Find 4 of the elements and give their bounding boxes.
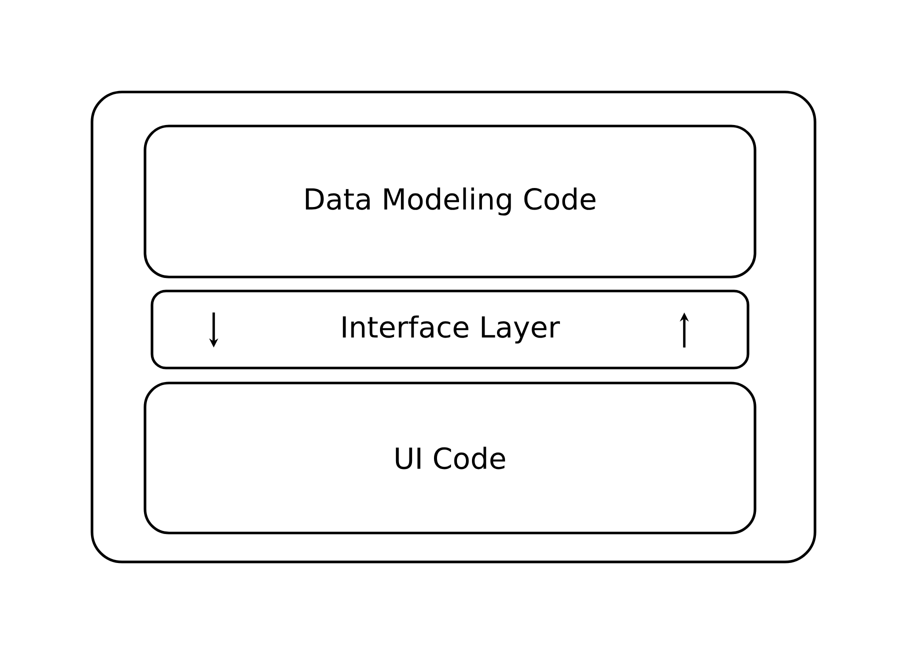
container-box [90,90,816,564]
layer-box: Data Modeling Code [144,124,756,278]
layer-box: Interface Layer [150,290,750,370]
layer-box: UI Code [144,382,756,534]
